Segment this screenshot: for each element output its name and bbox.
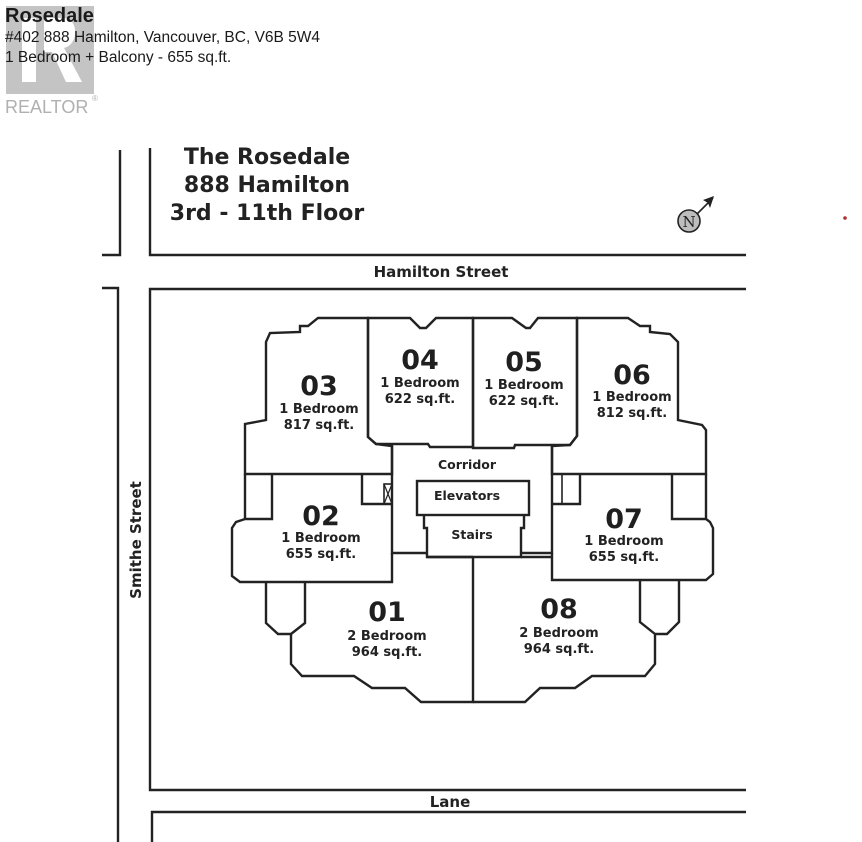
listing-name: Rosedale (5, 5, 94, 27)
plan-title-line-2: 888 Hamilton (184, 173, 350, 198)
unit-07-door (551, 473, 563, 505)
unit-06-outline (550, 316, 708, 476)
unit-number: 01 (368, 597, 406, 628)
unit-04-label: 04 1 Bedroom 622 sq.ft. (380, 345, 459, 407)
street-line-south-lower (150, 810, 746, 842)
unit-bedrooms: 1 Bedroom (279, 402, 358, 417)
listing-header: Rosedale #402 888 Hamilton, Vancouver, B… (5, 4, 320, 68)
north-compass-icon: N (677, 196, 714, 233)
unit-number: 06 (613, 360, 651, 391)
unit-area: 622 sq.ft. (489, 394, 559, 409)
unit-area: 655 sq.ft. (286, 547, 356, 562)
unit-area: 655 sq.ft. (589, 550, 659, 565)
unit-number: 04 (401, 345, 439, 376)
plan-title-line-1: The Rosedale (184, 145, 350, 170)
street-line-nw-west (102, 150, 122, 257)
compass-arrow-head (703, 196, 714, 208)
unit-02-door-cross-b (383, 483, 393, 505)
realtor-logo-r-stem (22, 18, 36, 82)
compass-circle (677, 209, 701, 233)
unit-bedrooms: 2 Bedroom (347, 629, 426, 644)
realtor-logo-r-leg (44, 18, 82, 82)
unit-bedrooms: 1 Bedroom (584, 534, 663, 549)
unit-bedrooms: 1 Bedroom (592, 390, 671, 405)
street-lines (102, 148, 746, 842)
street-line-north-upper (148, 148, 746, 257)
unit-07-label: 07 1 Bedroom 655 sq.ft. (584, 504, 663, 565)
elevators-outline (415, 479, 531, 517)
corridor-label: Corridor (438, 457, 497, 472)
unit-02-label: 02 1 Bedroom 655 sq.ft. (281, 501, 360, 562)
unit-number: 02 (302, 501, 340, 532)
unit-area: 964 sq.ft. (352, 645, 422, 660)
unit-06-label: 06 1 Bedroom 812 sq.ft. (592, 360, 671, 421)
street-line-west-outer (102, 286, 120, 842)
unit-05-label: 05 1 Bedroom 622 sq.ft. (484, 347, 563, 409)
unit-02-outline (230, 474, 394, 584)
block-outline (148, 287, 746, 792)
listing-address: #402 888 Hamilton, Vancouver, BC, V6B 5W… (5, 29, 321, 46)
stairs-label: Stairs (451, 527, 492, 542)
unit-08-label: 08 2 Bedroom 964 sq.ft. (519, 594, 598, 657)
listing-unit-summary: 1 Bedroom + Balcony - 655 sq.ft. (5, 49, 232, 66)
unit-number: 05 (505, 347, 543, 378)
unit-number: 07 (605, 504, 643, 535)
unit-bedrooms: 1 Bedroom (484, 378, 563, 393)
compass-label: N (682, 213, 695, 231)
street-name-north: Hamilton Street (374, 263, 509, 281)
registered-mark: ® (92, 94, 98, 103)
elevators-label: Elevators (434, 488, 500, 503)
realtor-logo: REALTOR ® (5, 6, 98, 117)
unit-bedrooms: 1 Bedroom (281, 531, 360, 546)
street-name-south: Lane (430, 793, 471, 811)
unit-01-outline (264, 555, 475, 704)
plan-title: The Rosedale 888 Hamilton 3rd - 11th Flo… (170, 145, 365, 226)
unit-bedrooms: 2 Bedroom (519, 626, 598, 641)
unit-area: 964 sq.ft. (524, 642, 594, 657)
building-walls (230, 316, 715, 704)
realtor-logo-text: REALTOR (5, 97, 88, 117)
plan-title-line-3: 3rd - 11th Floor (170, 201, 365, 226)
unit-number: 08 (540, 594, 578, 625)
unit-08-outline (473, 555, 681, 704)
unit-03-label: 03 1 Bedroom 817 sq.ft. (279, 371, 358, 433)
unit-bedrooms: 1 Bedroom (380, 376, 459, 391)
unit-area: 622 sq.ft. (385, 392, 455, 407)
marker-dot (843, 216, 847, 220)
unit-01-label: 01 2 Bedroom 964 sq.ft. (347, 597, 426, 660)
unit-area: 812 sq.ft. (597, 406, 667, 421)
unit-area: 817 sq.ft. (284, 418, 354, 433)
street-name-west: Smithe Street (127, 481, 145, 599)
unit-02-door (383, 483, 393, 505)
unit-number: 03 (300, 371, 338, 402)
